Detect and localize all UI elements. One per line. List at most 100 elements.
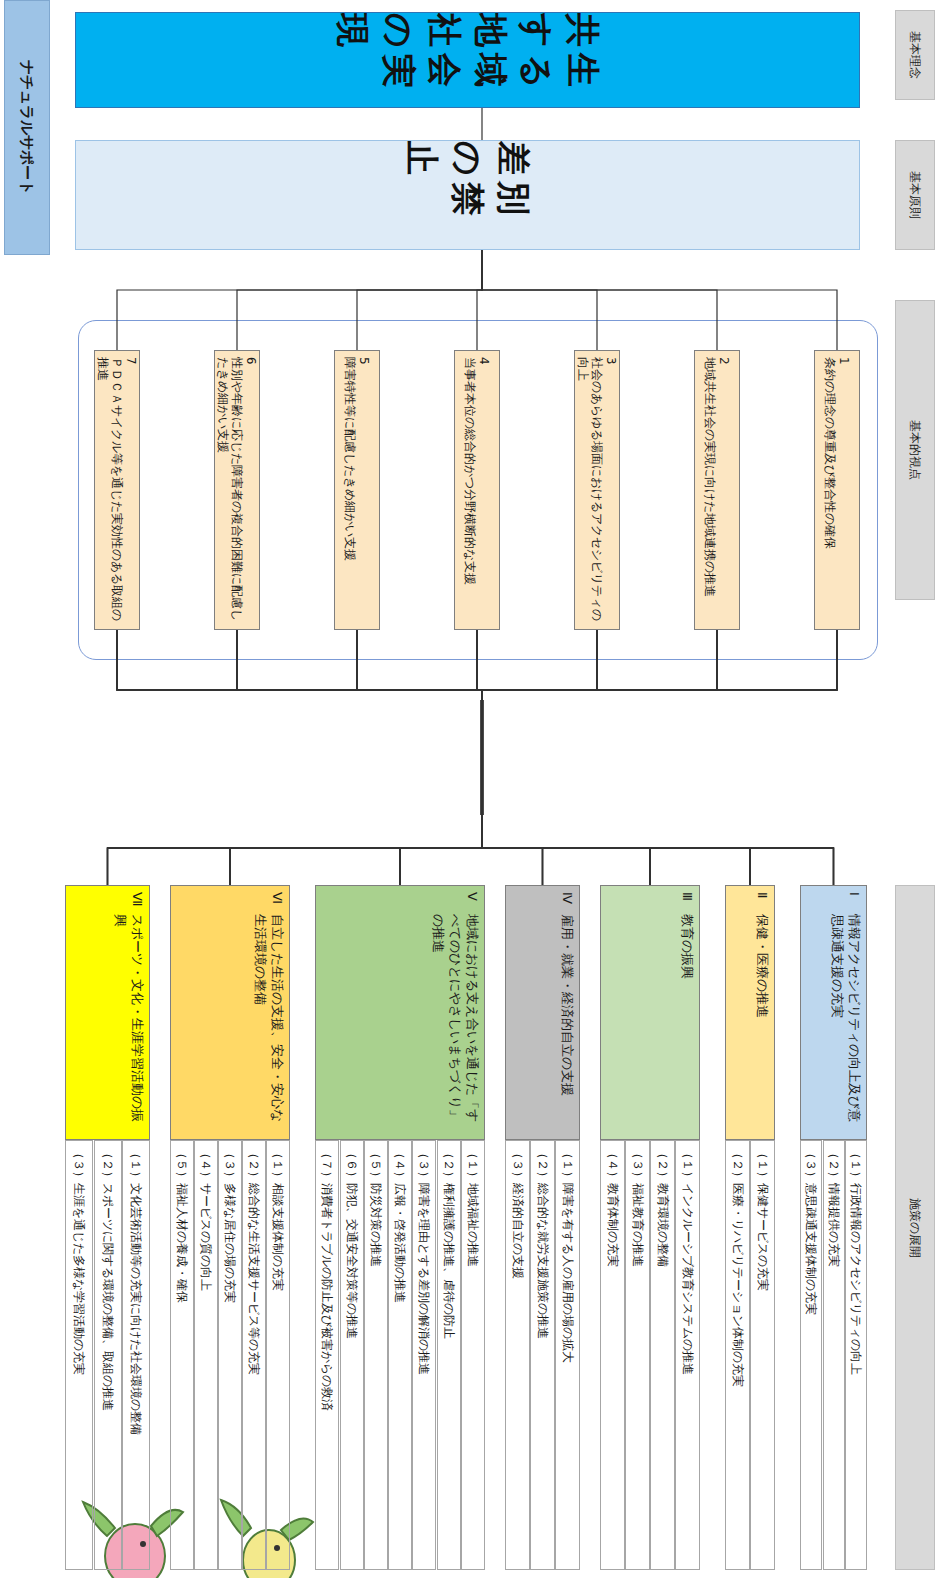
connector-line [482,630,750,885]
connector-line [482,630,750,885]
viewpoint-box: 1条約の理念の尊重及び整合性の確保 [814,350,860,630]
viewpoint-box: 4当事者本位の総合的かつ分野横断的な支援 [454,350,500,630]
connector-line [400,630,597,885]
policy-item-cell: （４）教育体制の充実 [600,1140,625,1570]
policy-item-cell: （３）意思疎通支援体制の充実 [800,1140,822,1570]
connector-line [400,630,717,885]
node-text: （１）地域福祉の推進 [466,1147,480,1267]
item-number: Ⅴ [463,892,480,914]
connector-line [357,630,750,885]
node-text: （７）消費者トラブルの防止及び被害からの救済 [320,1147,334,1411]
connector-line [357,250,482,350]
node-text: 雇用・就業・経済的自立の支援 [558,914,575,1133]
policy-item-cell: （１）保健サービスの充実 [750,1140,775,1570]
node-text: 教育の振興 [678,914,695,1133]
connector-line [482,630,837,885]
connector-line [230,630,837,885]
node-text: 基本的視点 [907,420,924,480]
node-text: （３）障害を理由とする差別の解消の推進 [417,1147,431,1375]
node-text: 基本原則 [907,171,924,219]
connector-line [237,630,543,885]
connector-line [477,630,750,885]
node-text: 施策の展開 [907,1198,924,1258]
connector-line [482,630,597,885]
connector-line [482,630,834,885]
node-text: （２）総合的な生活支援サービス等の充実 [247,1147,261,1375]
connector-line [237,630,834,885]
item-number: Ⅰ [845,892,862,914]
connector-line [482,630,837,885]
item-number: 6 [244,357,258,623]
connector-line [108,630,483,885]
connector-line [117,630,650,885]
item-number: 5 [357,357,371,623]
policy-item-cell: （１）インクルーシブ教育システムの推進 [675,1140,700,1570]
connector-line [108,630,838,885]
connector-line [108,630,483,885]
item-number: Ⅶ [128,892,145,914]
node-text: （６）防犯、交通安全対策等の推進 [345,1147,359,1339]
policy-item-cell: （４）サービスの質の向上 [194,1140,218,1570]
node-text: ナチュラルサポート [18,60,37,195]
policy-item-cell: （３）福祉教育の推進 [625,1140,650,1570]
connector-line [108,630,483,885]
node-text: （２）スポーツに関する環境の整備、取組の推進 [101,1147,115,1411]
connector-line [477,250,482,350]
node-text: （２）権利擁護の推進、虐待の防止 [442,1147,456,1339]
connector-line [230,630,717,885]
connector-line [108,630,598,885]
node-text: （３）経済的自立の支援 [510,1147,524,1279]
node-text: （１）保健サービスの充実 [755,1147,769,1291]
support-label-box: ナチュラルサポート [4,0,50,255]
connector-line [357,630,482,885]
connector-line [230,630,482,885]
item-number: 1 [837,357,851,623]
item-number: 2 [717,357,731,623]
policy-item-cell: （２）権利擁護の推進、虐待の防止 [437,1140,461,1570]
node-text: 条約の理念の尊重及び整合性の確保 [823,357,837,623]
connector-line [482,630,650,885]
policy-item-cell: （３）障害を理由とする差別の解消の推進 [412,1140,436,1570]
connector-line [117,630,482,885]
node-text: 保健・医療の推進 [753,914,770,1133]
item-number: Ⅳ [558,892,575,914]
connector-line [482,630,717,885]
connector-line [237,250,482,350]
connector-line [482,250,717,350]
node-text: 差別の禁止 [399,141,537,249]
policy-item-cell: （２）総合的な生活支援サービス等の充実 [242,1140,266,1570]
node-text: 基本理念 [907,31,924,79]
connector-line [477,630,834,885]
policy-item-cell: （１）行政情報のアクセシビリティの向上 [845,1140,867,1570]
item-number: Ⅵ [268,892,285,914]
node-text: （１）インクルーシブ教育システムの推進 [680,1147,694,1375]
connector-line [357,630,834,885]
item-number: 7 [124,357,138,623]
policy-box: Ⅴ地域における支え合いを通じた「すべてのひとにやさしいまちづくり」の推進 [315,885,485,1140]
policy-item-cell: （５）福祉人材の養成・確保 [170,1140,194,1570]
node-text: 自立した生活の支援、安全・安心な生活環境の整備 [251,914,285,1133]
connector-line [400,630,837,885]
section-header: 基本的視点 [895,300,935,600]
policy-item-cell: （１）文化芸術活動等の充実に向けた社会環境の整備 [122,1140,150,1570]
connector-line [108,630,718,885]
mascot-illustration [83,1500,313,1578]
policy-item-cell: （６）防犯、交通安全対策等の推進 [340,1140,364,1570]
node-text: （２）情報提供の充実 [827,1147,841,1267]
node-text: （１）文化芸術活動等の充実に向けた社会環境の整備 [129,1147,143,1435]
viewpoint-box: 7ＰＤＣＡサイクル等を通じた実効性のある取組の推進 [94,350,140,630]
node-text: 社会のあらゆる場面におけるアクセシビリティの向上 [576,357,604,623]
node-text: 地域共生社会の実現に向けた地域連携の推進 [703,357,717,623]
item-number: Ⅲ [678,892,695,914]
connector-line [400,630,482,885]
node-text: （１）行政情報のアクセシビリティの向上 [849,1147,863,1375]
policy-item-cell: （３）生涯を通じた多様な学習活動の充実 [65,1140,93,1570]
node-text: 情報アクセシビリティの向上及び意思疎通支援の充実 [828,914,862,1133]
viewpoint-box: 5障害特性等に配慮したきめ細かい支援 [334,350,380,630]
node-text: （５）福祉人材の養成・確保 [175,1147,189,1303]
viewpoint-box: 3社会のあらゆる場面におけるアクセシビリティの向上 [574,350,620,630]
connector-line [117,630,750,885]
connector-line [117,250,482,350]
connector-line [237,630,750,885]
